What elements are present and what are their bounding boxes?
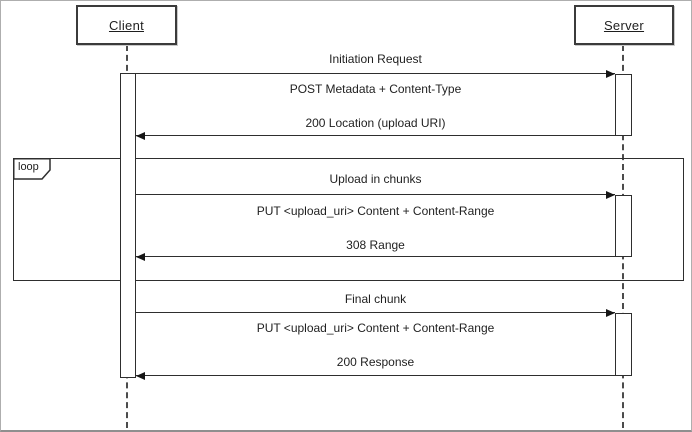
actor-box-client: Client: [76, 5, 177, 45]
loop-pentagon-icon: [13, 158, 51, 180]
activation-server-1: [615, 74, 632, 136]
arrowhead-left-icon: [136, 132, 145, 140]
request-message: PUT <upload_uri> Content + Content-Range: [256, 204, 495, 218]
arrowhead-left-icon: [136, 372, 145, 380]
loop-frame: [13, 158, 684, 281]
response-message: 308 Range: [346, 238, 405, 252]
arrowhead-left-icon: [136, 253, 145, 261]
actor-box-server: Server: [574, 5, 674, 45]
response-line-1: [136, 135, 615, 136]
request-line-1: [136, 73, 615, 74]
activation-server-3: [615, 313, 632, 376]
actor-label-client: Client: [108, 17, 145, 33]
activation-client: [120, 73, 136, 378]
request-message: POST Metadata + Content-Type: [289, 82, 462, 96]
activation-server-2: [615, 195, 632, 257]
request-line-3: [136, 312, 615, 313]
response-message: 200 Response: [336, 355, 415, 369]
response-line-2: [136, 256, 615, 257]
section-title: Initiation Request: [329, 52, 422, 66]
request-line-2: [136, 194, 615, 195]
arrowhead-right-icon: [606, 191, 615, 199]
loop-label: loop: [18, 161, 39, 173]
response-line-3: [136, 375, 615, 376]
response-message: 200 Location (upload URI): [305, 116, 446, 130]
request-message: PUT <upload_uri> Content + Content-Range: [256, 321, 495, 335]
loop-tab: [13, 158, 53, 186]
arrowhead-right-icon: [606, 309, 615, 317]
section-title: Upload in chunks: [329, 172, 422, 186]
arrowhead-right-icon: [606, 70, 615, 78]
section-title: Final chunk: [344, 292, 407, 306]
actor-label-server: Server: [603, 17, 645, 33]
